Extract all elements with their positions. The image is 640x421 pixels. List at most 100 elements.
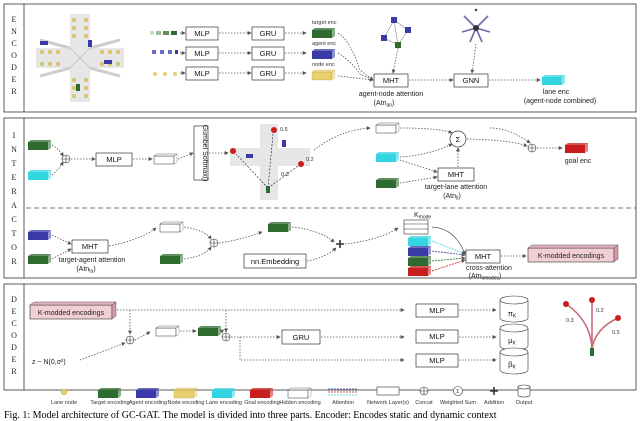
goal-enc-label: goal enc: [565, 158, 592, 165]
svg-text:nn.Embedding: nn.Embedding: [251, 257, 299, 266]
svg-text:Concat: Concat: [415, 400, 433, 406]
legend-item-addition: Addition: [484, 387, 504, 406]
legend-item-attention: Attention: [328, 388, 358, 406]
interactor-selected-lanes: [375, 122, 400, 134]
svg-text:MLP: MLP: [106, 155, 121, 164]
interactor-addition: [336, 240, 344, 248]
target-enc-block: [312, 28, 335, 38]
interactor-agent-enc: [28, 230, 51, 240]
interactor-target-enc-2: [376, 178, 399, 188]
decoder-frame: [3, 283, 637, 391]
interactor-lane-enc: [28, 170, 51, 180]
svg-text:GRU: GRU: [260, 29, 277, 38]
decoder-trajectory-fan: 0.3 0.2 0.5: [563, 297, 621, 356]
svg-text:MHT: MHT: [475, 252, 492, 261]
decoder-addition-1: [125, 335, 135, 345]
interactor-frame: [3, 117, 637, 279]
interactor-mht-ta: MHT: [71, 239, 109, 254]
k-mode-stack: [403, 219, 429, 235]
cross-target-enc: [408, 256, 431, 266]
encoder-input-node-seq: [153, 72, 177, 76]
interactor-target-enc: [28, 140, 51, 150]
decoder-target-enc: [198, 326, 221, 336]
svg-text:K-modded encodings: K-modded encodings: [538, 253, 605, 260]
svg-text:K-modded encodings: K-modded encodings: [38, 310, 105, 317]
decoder-output-pi: πK: [499, 295, 529, 323]
encoder-road-scene: [36, 14, 124, 102]
decoder-output-mu: μK: [499, 323, 529, 351]
svg-text:MLP: MLP: [194, 49, 209, 58]
encoder-gru-1: GRU: [251, 26, 285, 41]
svg-text:Output: Output: [516, 400, 533, 406]
node-enc-label: node enc: [312, 62, 335, 68]
encoder-mht-block: MHT: [373, 73, 409, 88]
interactor-concat-3: [209, 238, 219, 248]
cross-goal-enc: [408, 266, 431, 276]
legend-item-node: Node encoding: [167, 387, 205, 406]
svg-text:MHT: MHT: [82, 242, 99, 251]
legend-item-lane-node: Lane node: [51, 388, 77, 406]
agent-enc-label: agent enc: [312, 41, 336, 47]
svg-text:πK: πK: [508, 309, 517, 320]
svg-text:0.3: 0.3: [566, 318, 574, 324]
interactor-tl-label: target-lane attention: [425, 184, 487, 191]
encoder-gru-2: GRU: [251, 46, 285, 61]
encoder-attention-sub: (Atnan): [374, 100, 395, 109]
legend-item-agent: Agent encoding: [129, 388, 167, 406]
agent-enc-block: [312, 49, 335, 59]
legend-item-lane: Lane encoding: [206, 388, 242, 406]
encoder-mlp-2: MLP: [185, 46, 219, 61]
interactor-target-enc-3: [28, 254, 51, 264]
svg-text:MHT: MHT: [448, 170, 465, 179]
interactor-mht-tl: MHT: [437, 167, 475, 182]
interactor-tl-sub: (Atntl): [443, 193, 461, 202]
svg-text:MHT: MHT: [383, 76, 400, 85]
k-mode-label: Kmode: [414, 212, 431, 221]
interactor-embedding: nn.Embedding: [243, 253, 307, 269]
interactor-target-enc-4: [160, 254, 183, 264]
encoder-gnn-block: GNN: [453, 73, 489, 88]
encoder-gru-3: GRU: [251, 66, 285, 81]
interactor-ta-sub: (Atnta): [76, 266, 95, 275]
cross-lane-enc: [408, 236, 431, 246]
svg-text:Goal encoding: Goal encoding: [244, 400, 279, 406]
interactor-concat-2: [527, 143, 537, 153]
decoder-addition-2: [221, 332, 231, 342]
svg-text:0.5: 0.5: [612, 330, 620, 336]
lane-enc-label: lane enc: [543, 89, 570, 96]
svg-text:0.5: 0.5: [280, 127, 288, 133]
lane-enc-block: [542, 75, 565, 85]
encoder-mlp-1: MLP: [185, 26, 219, 41]
svg-text:0.2: 0.2: [596, 308, 604, 314]
legend: Lane node Target encoding Agent encoding…: [51, 384, 533, 406]
svg-text:Lane encoding: Lane encoding: [206, 400, 242, 406]
svg-text:GNN: GNN: [463, 76, 480, 85]
decoder-k-modded: K-modded encodings: [29, 301, 117, 320]
encoder-input-agent-seq: [152, 50, 178, 54]
svg-text:GRU: GRU: [260, 49, 277, 58]
cross-agent-enc: [408, 246, 431, 256]
interactor-mlp: MLP: [95, 152, 133, 167]
decoder-mlp-3: MLP: [415, 353, 459, 368]
decoder-hidden-1: [155, 325, 180, 337]
interactor-weighted-sum: Σ: [449, 130, 467, 148]
interactor-k-modded: K-modded encodings: [527, 244, 619, 263]
legend-item-goal: Goal encoding: [244, 388, 280, 406]
svg-text:MLP: MLP: [194, 69, 209, 78]
svg-text:Gumbel Softmax(): Gumbel Softmax(): [201, 125, 208, 182]
svg-text:Addition: Addition: [484, 400, 504, 406]
decoder-gru: GRU: [281, 329, 321, 345]
encoder-input-target-seq: [150, 31, 177, 35]
lane-enc-sublabel: (agent-node combined): [524, 98, 596, 105]
svg-text:GRU: GRU: [260, 69, 277, 78]
svg-text:Network Layer(s): Network Layer(s): [367, 400, 409, 406]
svg-text:Σ: Σ: [456, 135, 461, 144]
cross-attention-sub: (Atnkmodes): [469, 273, 502, 282]
encoder-node-star: [461, 8, 491, 43]
svg-text:Agent encoding: Agent encoding: [129, 400, 167, 406]
legend-item-weighted-sum: Σ Weighted Sum: [440, 386, 476, 406]
figure-caption: Fig. 1: Model architecture of GC-GAT. Th…: [4, 410, 497, 421]
